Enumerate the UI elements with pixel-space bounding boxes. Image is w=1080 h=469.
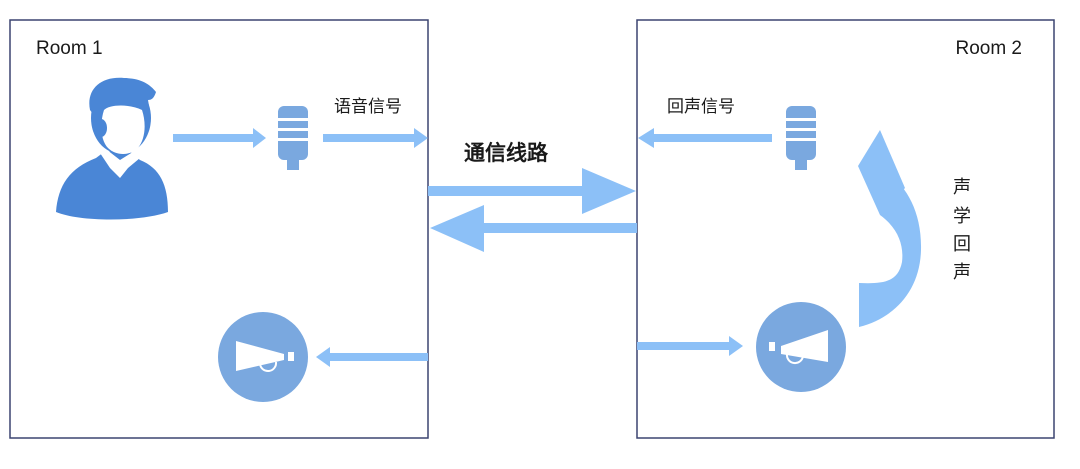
acoustic-echo-arrow xyxy=(858,130,922,327)
acoustic-echo-char-3: 回 xyxy=(953,234,971,255)
arrow-mic2-to-channel xyxy=(638,128,772,148)
arrow-channel-to-speaker-room-1 xyxy=(316,347,428,367)
acoustic-echo-char-2: 学 xyxy=(953,206,971,227)
arrow-channel-forward xyxy=(428,168,636,214)
acoustic-echo-char-4: 声 xyxy=(953,262,971,283)
arrow-mic-to-channel xyxy=(323,128,428,148)
megaphone-icon-room-2 xyxy=(756,302,846,392)
echo-signal-label: 回声信号 xyxy=(667,97,735,117)
room-2-label: Room 2 xyxy=(955,38,1022,59)
arrow-channel-backward xyxy=(430,205,637,252)
acoustic-echo-char-1: 声 xyxy=(953,177,971,198)
megaphone-icon xyxy=(218,312,308,402)
room-1-label: Room 1 xyxy=(36,38,103,59)
arrow-channel-to-speaker xyxy=(637,336,743,356)
microphone-icon-room-2 xyxy=(785,106,817,170)
room-1-box xyxy=(9,19,429,439)
channel-label: 通信线路 xyxy=(464,141,549,165)
acoustic-echo-label: 声 学 回 声 xyxy=(953,177,971,283)
room-2-box xyxy=(636,19,1055,439)
arrow-person-to-mic xyxy=(173,128,266,148)
microphone-icon xyxy=(277,106,309,170)
voice-signal-label: 语音信号 xyxy=(334,97,402,117)
person-icon xyxy=(56,77,168,220)
